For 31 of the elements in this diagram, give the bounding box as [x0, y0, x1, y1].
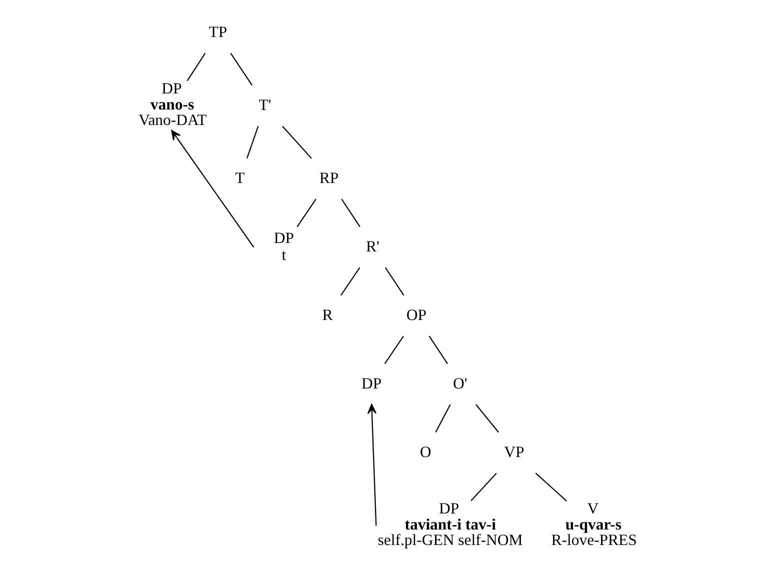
node-text: T' — [258, 96, 272, 114]
node-text: RP — [319, 170, 339, 187]
node-text: R — [322, 306, 333, 324]
node-text: T — [235, 170, 245, 187]
node-text: O — [420, 444, 432, 461]
connector — [470, 472, 497, 502]
node-text: TP — [208, 24, 228, 41]
connector — [435, 404, 451, 433]
node-text: V u-qvar-s R-love-PRES — [551, 500, 637, 550]
node-text: DP vano-s Vano-DAT — [138, 80, 207, 130]
connector — [340, 267, 360, 296]
connector — [384, 267, 404, 296]
connector — [535, 472, 567, 502]
connector — [230, 52, 253, 86]
arrow — [367, 404, 377, 526]
node-text: R' — [366, 238, 380, 256]
connector — [384, 336, 404, 364]
connector — [246, 126, 259, 159]
node-text: DP — [362, 375, 382, 392]
node-text: DP t — [274, 230, 294, 264]
connector — [475, 404, 499, 433]
node-text: OP — [406, 306, 427, 324]
node-text: O' — [453, 375, 468, 392]
node-text: DP taviant-i tav-i self.pl-GEN self-NOM — [378, 500, 523, 550]
connector — [296, 198, 316, 228]
connector — [186, 52, 206, 82]
arrow — [171, 130, 254, 248]
connector — [341, 198, 360, 228]
connector — [428, 336, 448, 364]
connector — [282, 126, 312, 159]
node-text: VP — [504, 444, 524, 461]
